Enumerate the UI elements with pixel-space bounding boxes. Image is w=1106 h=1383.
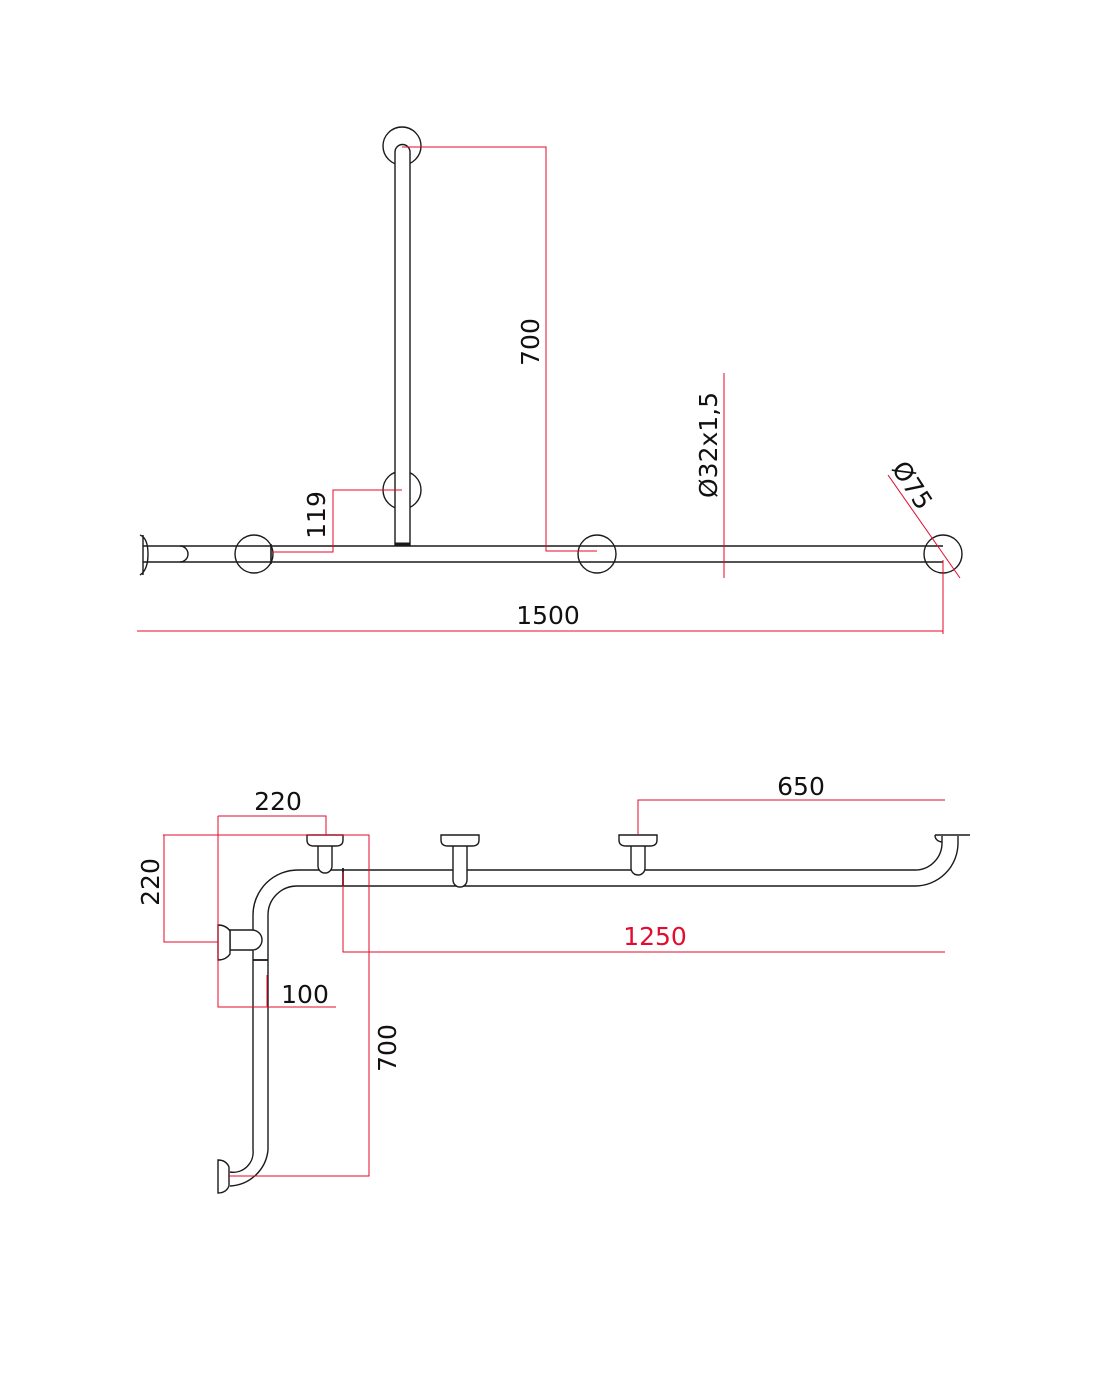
bottom-flange	[217, 1159, 230, 1194]
dim-label-100: 100	[281, 980, 329, 1009]
dim-label-220-vertical: 220	[136, 858, 165, 906]
tube-outer	[252, 836, 943, 1150]
right-wall-flange	[577, 534, 617, 574]
dim-label-tube: Ø32x1,5	[694, 392, 723, 498]
dim-line-220-vertical	[163, 835, 218, 943]
left-wall-flange	[234, 534, 274, 574]
dim-line-700	[163, 834, 370, 1177]
dim-line-220-horizontal	[218, 815, 327, 835]
left-end-flange-side	[139, 534, 149, 576]
dim-line-1250	[342, 872, 945, 953]
dim-label-700: 700	[373, 1024, 402, 1072]
dim-label-flange-diameter: Ø75	[886, 456, 938, 515]
vertical-bar	[394, 143, 411, 546]
dim-label-119: 119	[302, 491, 331, 539]
top-flange-2	[440, 834, 480, 888]
top-flange-3	[618, 834, 658, 876]
left-end-tube-cap	[179, 545, 189, 563]
left-flange	[217, 924, 263, 961]
dim-label-700: 700	[516, 318, 545, 366]
tube-inner	[267, 836, 959, 1150]
dim-line-119	[272, 489, 402, 553]
top-flange-1	[306, 834, 344, 874]
dim-line-1500	[137, 560, 944, 634]
side-view: 220 700 220 100 1250 650	[136, 772, 970, 1194]
dim-label-650: 650	[777, 772, 825, 801]
dim-line-650	[637, 799, 945, 835]
tube-bottom-bend	[229, 1149, 269, 1187]
top-view: 700 119 Ø32x1,5 Ø75 1500	[137, 126, 963, 634]
dim-label-1500: 1500	[516, 601, 580, 630]
dim-line-700	[402, 146, 597, 552]
dim-line-flange-diameter	[887, 474, 961, 579]
dim-label-220-horizontal: 220	[254, 787, 302, 816]
horizontal-bar	[143, 545, 943, 563]
dim-label-1250: 1250	[623, 922, 687, 951]
end-flange	[934, 834, 970, 843]
dim-line-100	[217, 816, 336, 1008]
